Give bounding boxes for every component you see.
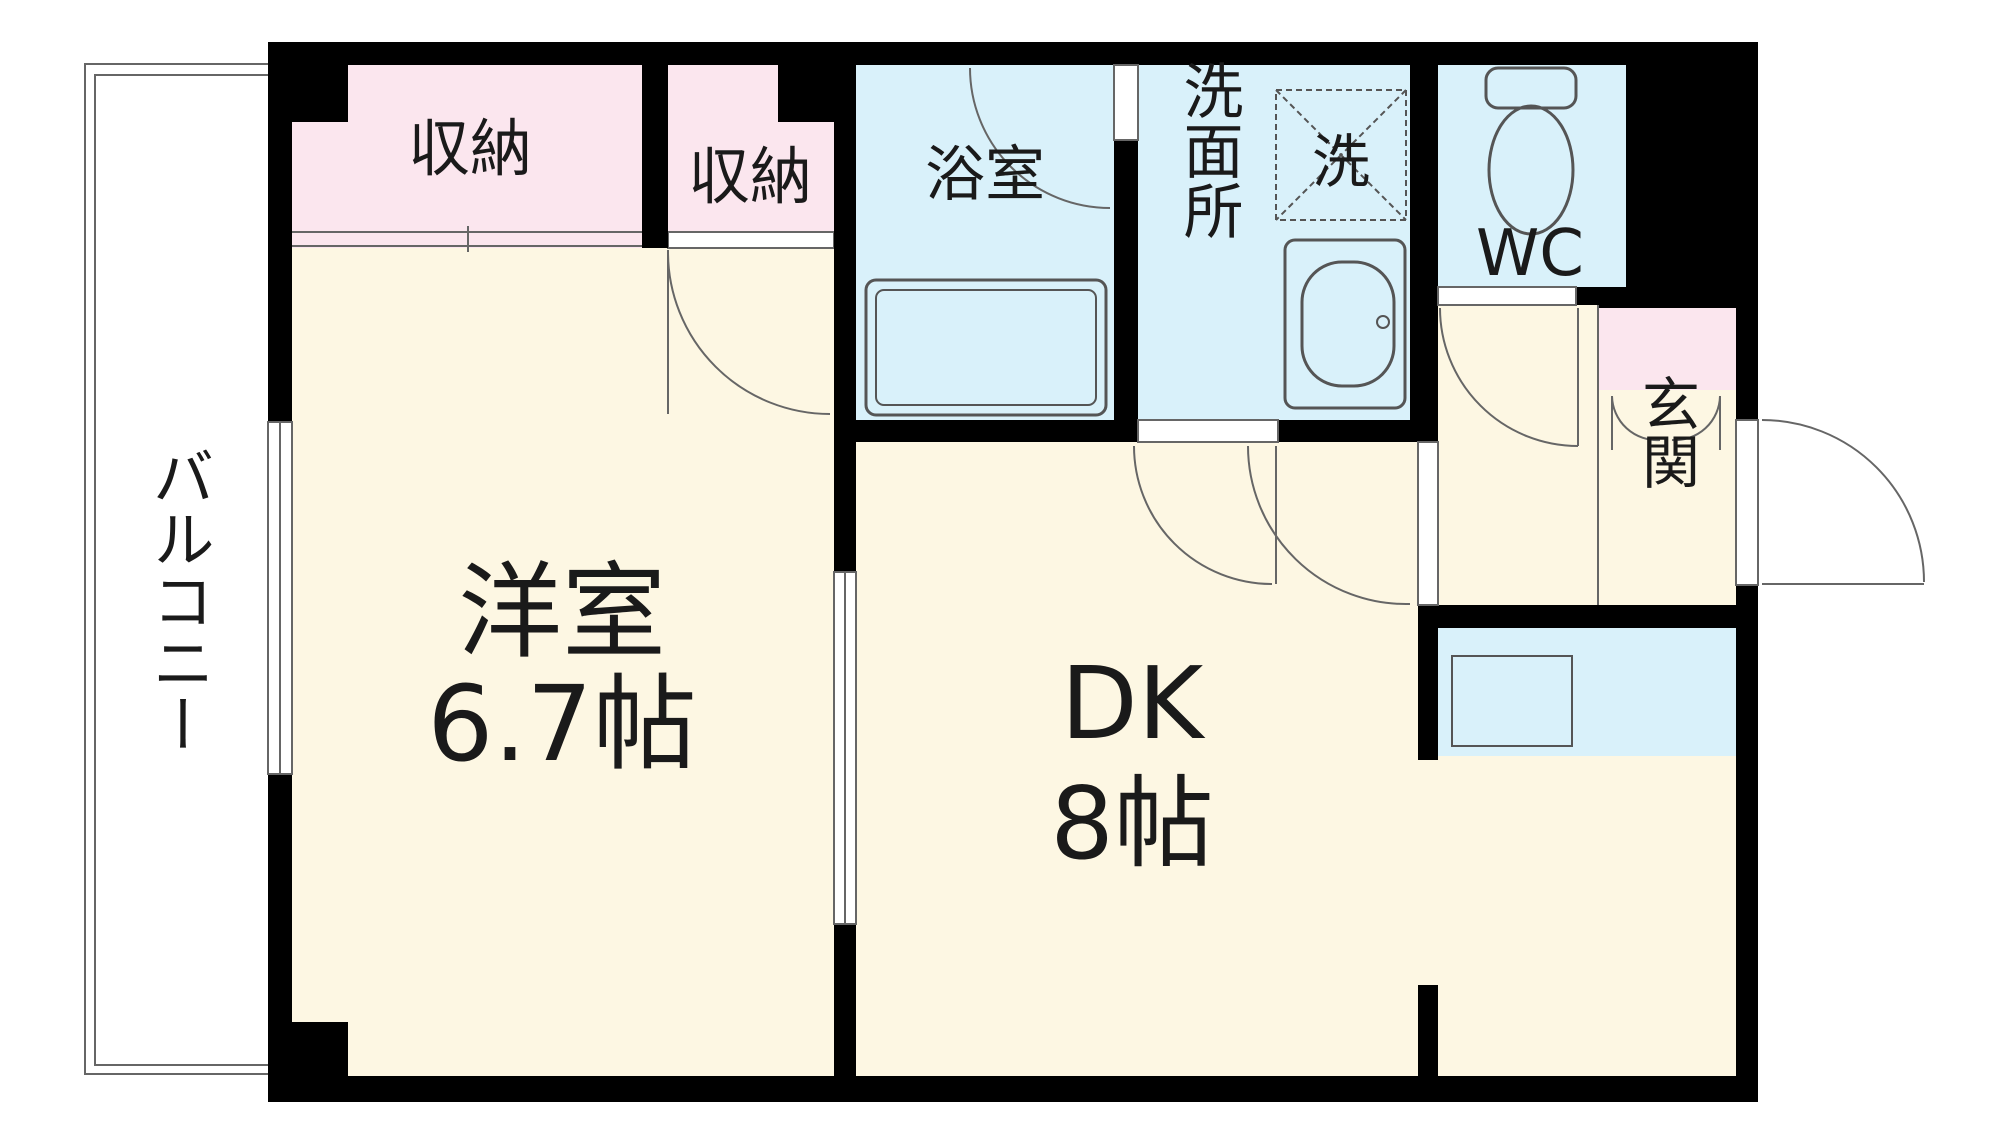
sink-drain-icon [1376,315,1390,329]
wc-corner-wall [1626,42,1758,307]
hall-floor [1438,305,1598,605]
balcony-label: バルコニー [142,445,215,755]
wc-label: WC [1476,217,1584,291]
kitchen-sink-icon [1451,655,1573,747]
dk-name: DK [1061,645,1206,762]
storage-mid-corner [778,42,834,122]
sink-basin-icon [1300,260,1396,388]
wall-bottom-left-corner [268,1022,348,1102]
washer-cross-2 [1275,89,1407,221]
bath-door-gap[interactable] [1113,64,1139,141]
door-wc-gap[interactable] [1437,286,1577,306]
entrance-floor [1598,390,1736,605]
wall-hall-kitchen [1418,605,1758,628]
door-swing-western [667,250,831,415]
storage-mid-label: 収納 [688,140,812,213]
storage-left-area [292,65,642,248]
door-dk-hall-gap[interactable] [1417,441,1439,606]
wall-wash-wc [1410,65,1438,442]
washer-icon [1275,89,1407,221]
washer-label: 洗 [1312,128,1370,196]
wc-area [1438,65,1626,287]
wall-kitchen-left [1418,605,1438,760]
wall-dk-stub [1418,985,1438,1076]
entrance-label: 玄関 [1632,374,1700,490]
western-room-floor [292,248,834,1076]
entrance-storage [1598,308,1736,390]
storage-left-label: 収納 [408,112,532,185]
western-room-name: 洋室 [458,551,666,673]
toilet-bowl-icon [1487,104,1575,236]
washroom-area [1138,65,1410,420]
storage-corner-wall [268,42,348,122]
dk-size: 8帖 [1050,765,1214,882]
bathtub-inner [875,289,1097,406]
western-room-size: 6.7帖 [427,663,696,785]
storage-mid-door-line [667,231,835,249]
door-dk-wash-gap[interactable] [1137,419,1279,443]
bath-area [856,65,1114,420]
kitchen-counter-area [1438,628,1736,756]
door-swing-dk-2 [1247,445,1411,606]
door-swing-bath [969,67,1111,209]
bathtub-icon [864,278,1108,417]
balcony-outline [84,63,271,1075]
door-swing-dk-1 [1133,445,1273,585]
door-swing-entrance [1761,419,1925,583]
door-swing-wc [1439,307,1579,447]
entrance-closet-doors [1611,395,1721,450]
sink-cabinet-icon [1283,238,1407,410]
washroom-label: 洗面所 [1173,60,1243,240]
toilet-tank-icon [1484,66,1578,110]
bath-label: 浴室 [925,140,1045,210]
storage-mid-divider [642,65,668,248]
door-entrance[interactable] [1735,419,1759,586]
